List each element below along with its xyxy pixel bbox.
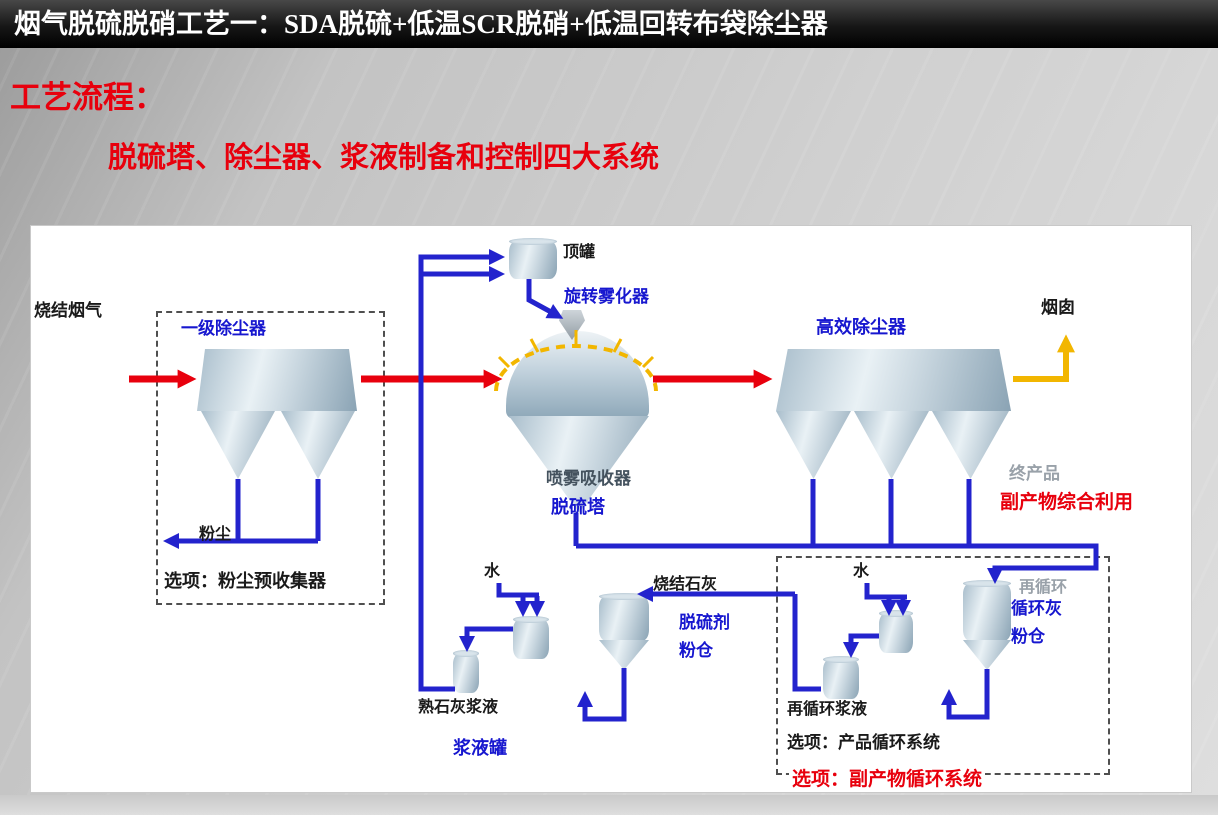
slide-footer-strip (0, 795, 1218, 815)
label-powder-bin-2: 粉仓 (1011, 627, 1045, 646)
pipe-mix-to-slurry-tank (458, 626, 513, 653)
slide-title-bar: 烟气脱硫脱硝工艺一：SDA脱硫+低温SCR脱硝+低温回转布袋除尘器 (0, 0, 1218, 48)
label-top-tank: 顶罐 (563, 244, 596, 261)
label-recirc-slurry: 再循环浆液 (787, 701, 868, 718)
four-systems-subheading: 脱硫塔、除尘器、浆液制备和控制四大系统 (108, 142, 660, 174)
label-byproduct-use: 副产物综合利用 (997, 492, 1137, 514)
spray-tick (641, 355, 655, 369)
top-tank-vessel (509, 238, 557, 279)
label-water-right: 水 (853, 563, 870, 580)
spray-tick (497, 355, 511, 369)
label-desulfurizer: 脱硫剂 (679, 613, 730, 632)
label-recirculation: 再循环 (1019, 579, 1068, 596)
pipe-ash-collection-main (576, 543, 1099, 585)
label-primary-collector: 一级除尘器 (181, 319, 266, 338)
label-spray-absorber: 喷雾吸收器 (546, 469, 631, 488)
label-slurry-tank: 浆液罐 (453, 738, 507, 758)
recirc-slurry-tank (823, 656, 859, 699)
pipe-mix-to-recirc-tank (842, 633, 879, 659)
spray-arc (494, 344, 658, 392)
label-final-product: 终产品 (1009, 464, 1060, 483)
lime-slurry-mix-tank (513, 616, 549, 659)
label-option-byproduct-recirc: 选项：副产物循环系统 (789, 769, 986, 791)
label-high-eff-collector: 高效除尘器 (816, 317, 906, 337)
spray-tick (612, 338, 623, 353)
pipe-tank-to-atomizer (526, 279, 564, 319)
pipe-water-left (496, 583, 539, 598)
pipe-slurry-riser (418, 248, 506, 692)
primary-collector-body (197, 349, 357, 411)
label-slaked-lime-slurry: 熟石灰浆液 (418, 699, 499, 716)
high-eff-collector-body (776, 349, 1011, 411)
spray-tick (529, 338, 540, 353)
label-circulating-ash: 循环灰 (1011, 599, 1062, 618)
label-option-product-recirc: 选项：产品循环系统 (787, 733, 940, 752)
pipe-recirc-to-lime-line (792, 594, 821, 692)
diagram-panel: 烧结烟气 一级除尘器 粉尘 选项：粉尘预收集器 顶罐 旋转雾化器 喷雾吸收器 脱… (30, 225, 1192, 793)
label-option-precollector: 选项：粉尘预收集器 (164, 571, 326, 591)
process-flow-heading: 工艺流程： (10, 80, 165, 115)
dust-precollector-option-box (156, 311, 385, 605)
label-powder-bin-1: 粉仓 (679, 641, 713, 660)
slurry-tank-vessel (453, 650, 479, 693)
label-sinter-flue-gas: 烧结烟气 (34, 301, 102, 320)
pipe-silo-discharge-u (576, 668, 627, 722)
desulfurizer-silo-body (599, 593, 649, 641)
label-dust: 粉尘 (199, 526, 232, 543)
label-chimney: 烟囱 (1041, 298, 1075, 317)
piping-overlay (129, 248, 1099, 722)
label-water-left: 水 (484, 563, 501, 580)
label-sintered-lime: 烧结石灰 (653, 576, 718, 593)
slide-title: 烟气脱硫脱硝工艺一：SDA脱硫+低温SCR脱硝+低温回转布袋除尘器 (14, 9, 828, 39)
label-rotary-atomizer: 旋转雾化器 (564, 287, 649, 306)
label-desulfurization-tower: 脱硫塔 (551, 497, 605, 517)
pipe-ash-silo-discharge-u (940, 669, 990, 720)
clean-gas-to-chimney-arrow (1013, 334, 1075, 382)
pipe-water-right (864, 583, 907, 600)
